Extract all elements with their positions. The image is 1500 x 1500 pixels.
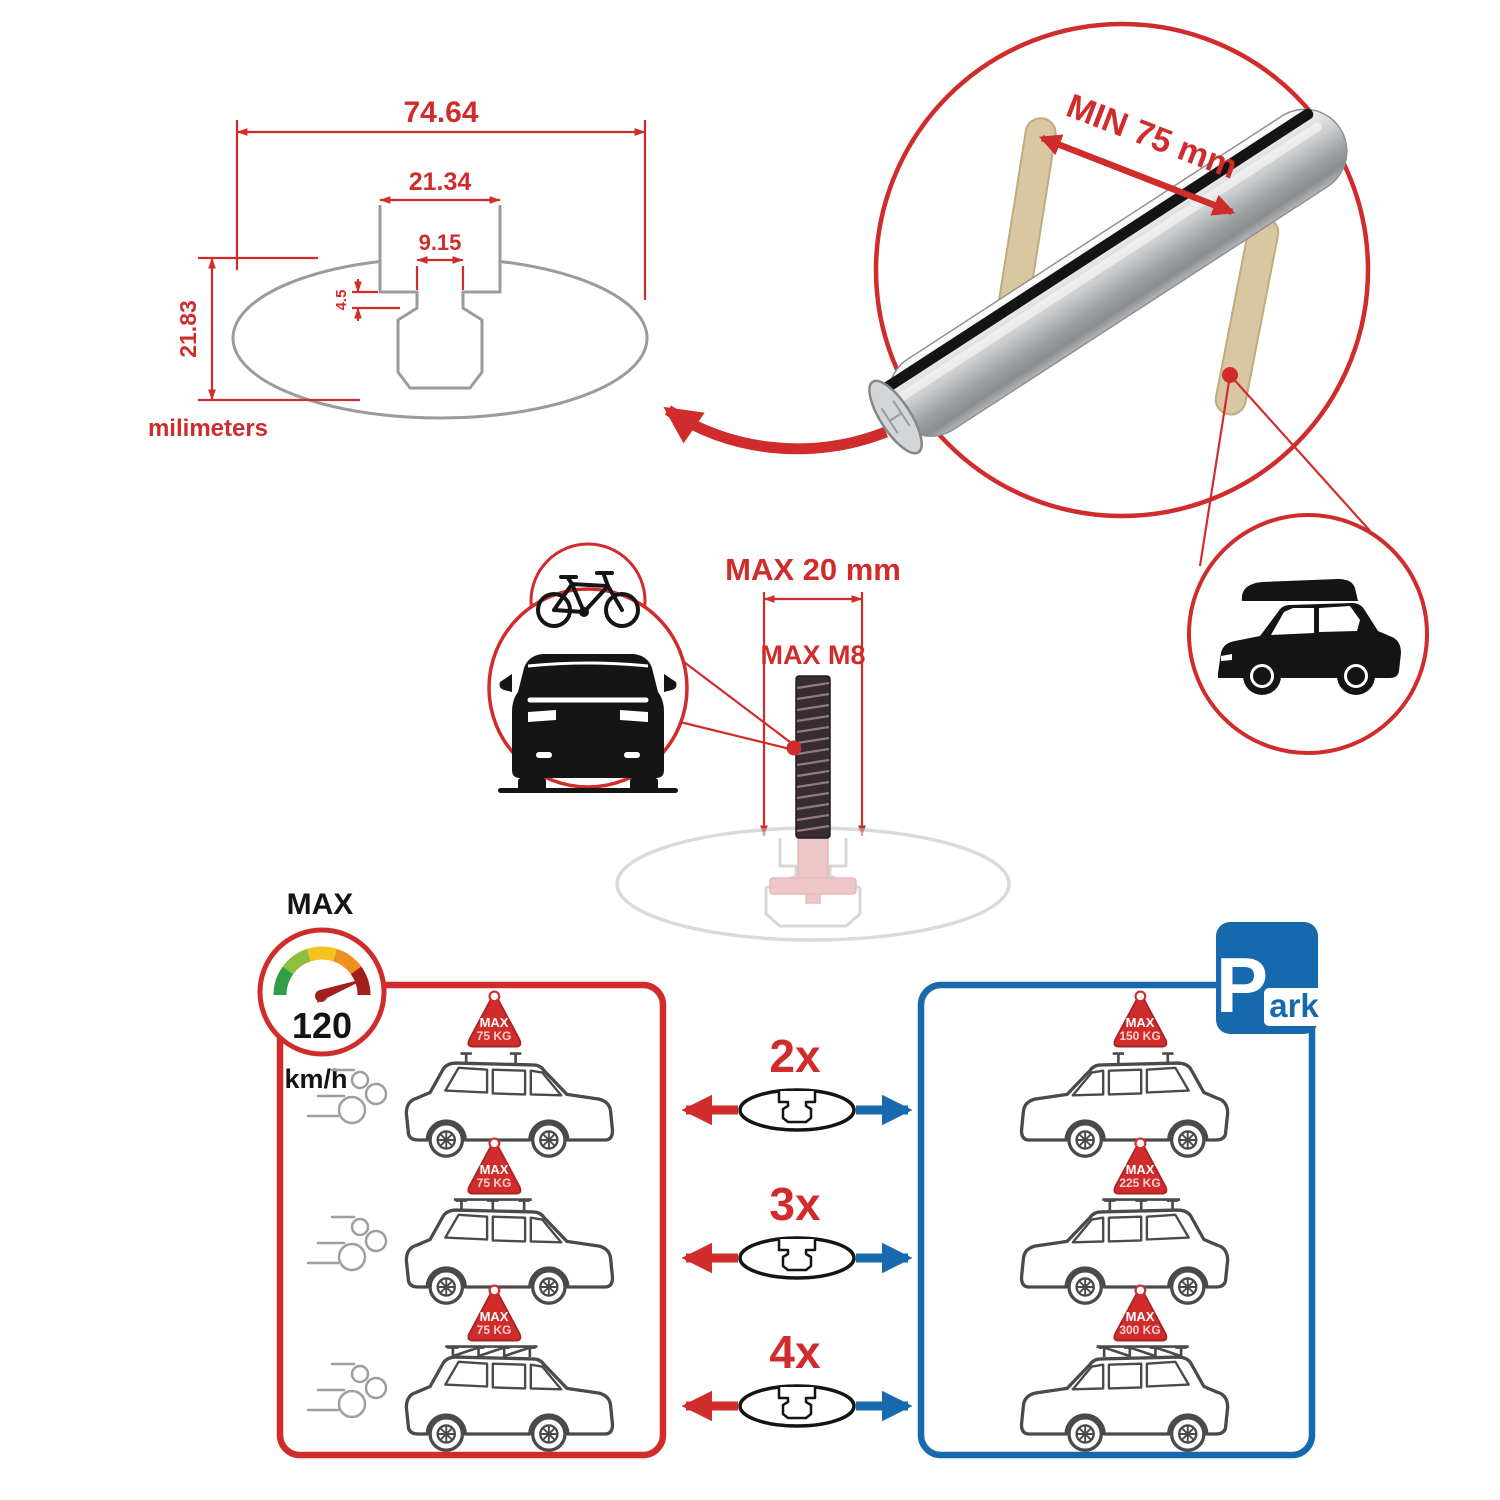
flag-max-label: MAX	[1126, 1162, 1155, 1177]
speed-max-label: MAX	[287, 888, 354, 921]
flag-max-label: MAX	[1126, 1015, 1155, 1030]
multiplier-label: 4x	[769, 1326, 821, 1378]
callout-line-1	[1198, 374, 1232, 567]
roof-load-flag: MAX 225 KG	[1113, 1137, 1168, 1195]
bike-car-circle	[487, 542, 795, 793]
crossbar-cross-section-icon	[738, 1088, 856, 1132]
cross-section-diagram: 74.64 21.34 9.15 4.5 21.83 milimeters	[148, 96, 889, 455]
units-label: milimeters	[148, 415, 268, 442]
flag-value-label: 150 KG	[1119, 1029, 1160, 1043]
multiplier-label: 3x	[769, 1178, 821, 1230]
dim-slot-outer: 21.34	[379, 168, 501, 204]
multiplier-row-3: 4x	[681, 1326, 913, 1428]
bike-icon	[536, 571, 640, 628]
multiplier-row-2: 3x	[681, 1178, 913, 1280]
flag-value-label: 225 KG	[1119, 1176, 1160, 1190]
driving-car-row-1: MAX 75 KG	[306, 990, 613, 1157]
suv-roofbox-icon	[1218, 579, 1401, 695]
smoke-icon	[306, 1215, 388, 1272]
dim-lip-height: 4.5	[333, 279, 400, 321]
dim-slot-inner: 9.15	[415, 230, 465, 290]
flag-value-label: 75 KG	[477, 1323, 512, 1337]
parked-car-row-2: MAX 225 KG	[1022, 1137, 1228, 1304]
crossbar-cross-section-icon	[738, 1384, 856, 1428]
parked-car-row-3: MAX 300 KG	[1022, 1284, 1228, 1451]
dim-label-total-width: 74.64	[403, 96, 478, 129]
smoke-icon	[306, 1362, 388, 1419]
speed-limit-gauge: MAX 120 km/h	[257, 888, 387, 1094]
dim-total-height: 21.83	[175, 256, 360, 402]
dim-label-lip-height: 4.5	[333, 290, 350, 311]
parked-car-row-1: MAX 150 KG	[1022, 990, 1228, 1157]
flag-value-label: 75 KG	[477, 1176, 512, 1190]
parking-sign: P ark	[1216, 922, 1326, 1034]
smoke-icon	[306, 1068, 388, 1125]
bolt-icon	[795, 675, 831, 839]
parking-sign-letter: P	[1216, 941, 1268, 1029]
roof-load-flag: MAX 75 KG	[467, 990, 522, 1048]
t-slot-profile	[378, 205, 502, 390]
flag-max-label: MAX	[480, 1162, 509, 1177]
flag-max-label: MAX	[480, 1015, 509, 1030]
car-front-icon	[498, 654, 678, 793]
bar-zoom-circle: MIN 75 mm	[868, 21, 1399, 567]
speed-unit: km/h	[284, 1064, 347, 1094]
min-span-arrow	[1038, 134, 1236, 216]
flag-value-label: 300 KG	[1119, 1323, 1160, 1337]
speed-value: 120	[292, 1005, 352, 1046]
roof-load-flag: MAX 150 KG	[1113, 990, 1168, 1048]
roof-load-flag: MAX 75 KG	[467, 1284, 522, 1342]
bolt-connector-line-2	[679, 720, 795, 752]
roof-load-flag: MAX 300 KG	[1113, 1284, 1168, 1342]
flag-max-label: MAX	[1126, 1309, 1155, 1324]
roofbox-suv-circle	[1187, 513, 1429, 755]
multiplier-row-1: 2x	[681, 1030, 913, 1132]
flag-value-label: 75 KG	[477, 1029, 512, 1043]
roof-load-flag: MAX 75 KG	[467, 1137, 522, 1195]
bolt-thread-label: MAX M8	[760, 640, 865, 670]
driving-car-row-3: MAX 75 KG	[306, 1284, 613, 1451]
flag-max-label: MAX	[480, 1309, 509, 1324]
crossbar-cross-section-icon	[738, 1236, 856, 1280]
dim-label-slot-inner: 9.15	[419, 230, 462, 255]
multiplier-label: 2x	[769, 1030, 821, 1082]
bolt-diagram: MAX 20 mm MAX M8	[615, 552, 1011, 942]
dim-total-width: 74.64	[235, 96, 647, 300]
bolt-connector-line-1	[683, 661, 795, 746]
t-slot-profile-fill	[380, 205, 500, 388]
bolt-max-width-label: MAX 20 mm	[725, 552, 901, 587]
parking-sign-suffix: ark	[1269, 987, 1319, 1024]
dim-label-slot-outer: 21.34	[409, 168, 472, 196]
callout-arrow	[663, 405, 889, 455]
mount-cross-section-faded	[615, 826, 1011, 942]
gauge-needle	[317, 978, 367, 1003]
driving-car-row-2: MAX 75 KG	[306, 1137, 613, 1304]
dim-label-total-height: 21.83	[175, 300, 201, 358]
bolt-pointer-dot	[786, 740, 802, 756]
